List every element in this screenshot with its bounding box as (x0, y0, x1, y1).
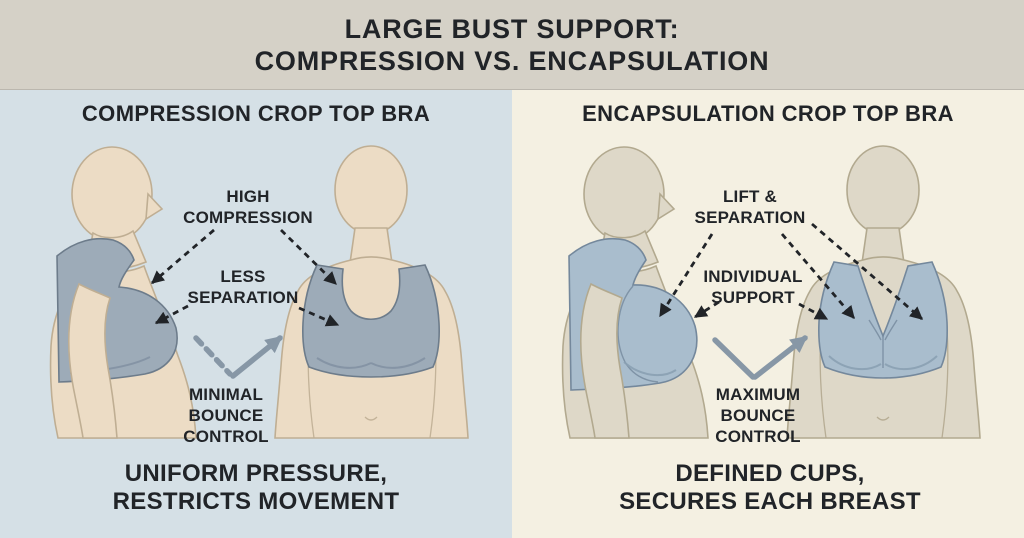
lift-separation-arrow-left (658, 233, 714, 318)
compression-bra-front (302, 264, 440, 378)
bounce-motion-up-arrow (230, 335, 283, 379)
compression-caption: UNIFORM PRESSURE, RESTRICTS MOVEMENT (112, 460, 400, 515)
bounce-motion-down-stroke (193, 335, 233, 377)
encapsulation-figures-graphic (561, 145, 981, 439)
less-separation-label: LESS SEPARATION (187, 267, 299, 307)
compression-panel-title: COMPRESSION CROP TOP BRA (81, 101, 431, 126)
cup-underbust-shadow-left (828, 355, 882, 371)
less-separation-arrow-right (298, 306, 340, 327)
header-bar: LARGE BUST SUPPORT: COMPRESSION VS. ENCA… (0, 0, 1024, 90)
encapsulation-bra-front (818, 261, 948, 379)
encapsulation-panel: ENCAPSULATION CROP TOP BRA LIFT & SEPARA… (512, 90, 1024, 538)
lift-separation-arrow-right (811, 222, 923, 321)
front-figure-head (334, 145, 408, 235)
encapsulation-caption: DEFINED CUPS, SECURES EACH BREAST (619, 460, 921, 515)
minimal-bounce-label: MINIMAL BOUNCE CONTROL (183, 385, 269, 446)
bra-underband-shadow (623, 361, 677, 377)
cleavage-line-left (868, 319, 882, 341)
bra-underbust-shadow-right (370, 357, 426, 369)
cleavage-line-right (884, 319, 898, 341)
lift-separation-arrow-mid (780, 233, 856, 319)
maximum-bounce-label: MAXIMUM BOUNCE CONTROL (715, 385, 801, 446)
side-figure-arm (67, 282, 118, 439)
individual-support-label: INDIVIDUAL SUPPORT (703, 267, 803, 307)
front-figure-navel (876, 416, 890, 421)
side-figure-nose (145, 192, 164, 221)
side-figure-nose (657, 192, 676, 221)
front-figure-navel (364, 416, 378, 421)
side-figure-head (583, 146, 665, 242)
compression-side-figure (49, 146, 197, 439)
compression-front-figure (274, 145, 469, 439)
compression-annotation-arrows (151, 228, 340, 379)
main-title-line1: LARGE BUST SUPPORT: (344, 13, 680, 44)
side-figure-head (71, 146, 153, 242)
encapsulation-annotation-arrows (658, 222, 923, 380)
encapsulation-side-figure (561, 146, 709, 439)
individual-support-arrow-left (693, 300, 720, 319)
main-title-line2: COMPRESSION VS. ENCAPSULATION (254, 45, 770, 76)
high-compression-arrow-right (280, 229, 337, 285)
individual-support-arrow-right (798, 302, 829, 321)
high-compression-label: HIGH COMPRESSION (183, 187, 313, 227)
high-compression-arrow-left (151, 228, 215, 285)
side-figure-arm (579, 282, 630, 439)
front-figure-head (846, 145, 920, 235)
cup-underbust-shadow-right (884, 355, 938, 371)
compression-figures-graphic (49, 145, 469, 439)
bounce-motion-down-stroke (712, 337, 756, 380)
bra-underbust-shadow-left (316, 357, 372, 369)
lift-separation-label: LIFT & SEPARATION (694, 187, 806, 227)
encapsulation-front-figure (786, 145, 981, 439)
bounce-motion-up-arrow (752, 335, 808, 380)
compression-panel: COMPRESSION CROP TOP BRA HIGH COMPRESSIO… (0, 90, 512, 538)
encapsulation-panel-title: ENCAPSULATION CROP TOP BRA (582, 101, 954, 126)
